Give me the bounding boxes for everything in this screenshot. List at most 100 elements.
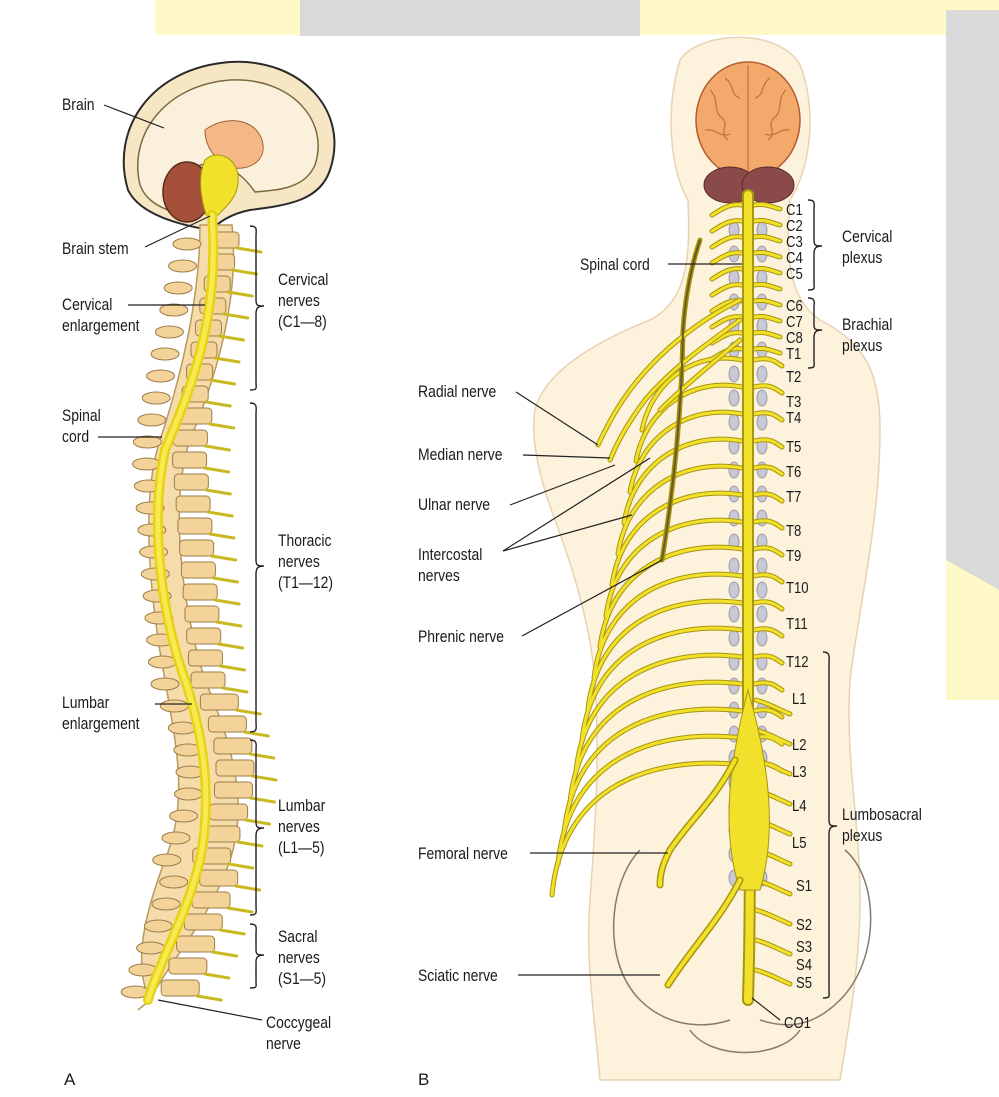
intercostal-nerve [580,626,744,742]
spinous-process [159,303,189,317]
vertebral-body [728,629,740,647]
segment-l2: L2 [792,737,807,754]
vertebra [180,561,216,579]
spinal-nerve [226,290,254,298]
intercostal-nerve [586,599,744,711]
overlay-gray-top [300,0,640,36]
segment-t8: T8 [786,523,802,540]
spinal-nerve-right [754,968,792,986]
label-spinal-cord-a: Spinal cord [62,406,101,446]
spinal-nerve-right [754,938,792,956]
intercostal-nerve [574,653,744,773]
spinous-process [136,941,166,955]
segment-co1: CO1 [784,1015,811,1032]
phrenic-nerve-line [661,239,701,561]
vertebra [179,539,215,557]
label-lumbar-enlargement: Lumbar enlargement [62,693,140,733]
label-thoracic-nerves: Thoracic nerves (T1—12) [278,531,334,592]
intercostal-nerve [550,761,744,897]
segment-s5: S5 [796,975,813,992]
vertebral-body [728,557,740,575]
spinal-nerve [215,620,243,628]
spinal-nerve-right [752,203,782,211]
spinal-nerve-left [710,283,744,297]
panel-letter-a: A [64,1070,76,1089]
segment-c2: C2 [786,218,803,235]
vertebra [182,583,218,601]
spinal-nerve [208,422,236,430]
spinal-nerve [235,246,263,254]
spinous-process [154,325,184,339]
label-ulnar-nerve: Ulnar nerve [418,495,491,514]
spinal-nerve [213,598,241,606]
vertebra [209,803,249,821]
label-phrenic-nerve: Phrenic nerve [418,627,505,646]
spinal-nerve [209,378,237,386]
vertebra [172,429,208,447]
segment-t10: T10 [786,580,809,597]
intercostal-nerve [628,410,744,494]
vertebra [199,693,239,711]
vertebra [176,935,216,953]
spinal-nerve-right [752,251,782,259]
segment-s3: S3 [796,939,813,956]
label-cervical-enlargement: Cervical enlargement [62,295,140,335]
spinous-process [150,677,180,691]
spinous-process [132,435,162,449]
vertebra [215,759,255,777]
label-brain-stem: Brain stem [62,239,129,258]
spinal-nerve [218,928,246,936]
spinal-nerve [222,312,250,320]
overlay-gray-right [946,10,999,600]
label-sacral-nerves: Sacral nerves (S1—5) [278,927,327,988]
spinal-nerve [231,268,259,276]
label-lumbar-nerves: Lumbar nerves (L1—5) [278,796,326,857]
segment-t2: T2 [786,369,802,386]
spinous-process [132,457,162,471]
spinal-nerve [248,752,276,760]
vertebra [172,451,208,469]
spinal-nerve [203,466,231,474]
spinal-nerve-right [752,654,784,665]
spinal-nerve-right [752,465,784,476]
spinal-nerve-right [752,411,784,422]
segment-t1: T1 [786,346,802,363]
label-sciatic-nerve: Sciatic nerve [418,966,498,985]
intercostal-nerve [640,356,744,432]
vertebra [213,737,253,755]
vertebra [175,495,211,513]
vertebra [213,781,253,799]
spinal-nerve [242,730,270,738]
label-brachial-plexus: Brachial plexus [842,315,893,355]
spinal-nerve-left [710,219,744,233]
brackets-a [249,225,265,989]
spinous-process [146,369,176,383]
spinal-nerve [244,818,272,826]
brackets-b [807,199,838,999]
segment-t4: T4 [786,410,802,427]
spinal-nerve [210,554,238,562]
spinous-process [147,655,177,669]
segment-t3: T3 [786,394,802,411]
spinous-process [172,237,202,251]
segment-l1: L1 [792,691,807,708]
vertebra [168,957,208,975]
intercostal-nerve [634,383,744,463]
spinal-nerve [203,444,231,452]
spinal-nerve [206,510,234,518]
spinous-process [141,391,171,405]
spinal-nerve [217,642,245,650]
vertebral-body [728,581,740,599]
spinal-nerve-right [752,600,784,611]
segment-s2: S2 [796,917,813,934]
vertebra [187,649,223,667]
segment-s1: S1 [796,878,813,895]
segment-c5: C5 [786,266,803,283]
segment-c7: C7 [786,314,803,331]
label-cervical-plexus: Cervical plexus [842,227,893,267]
vertebral-body [756,629,768,647]
spinal-nerve-right [752,235,782,243]
spinal-nerve-right [752,219,782,227]
segment-t11: T11 [786,616,808,633]
label-femoral-nerve: Femoral nerve [418,844,508,863]
